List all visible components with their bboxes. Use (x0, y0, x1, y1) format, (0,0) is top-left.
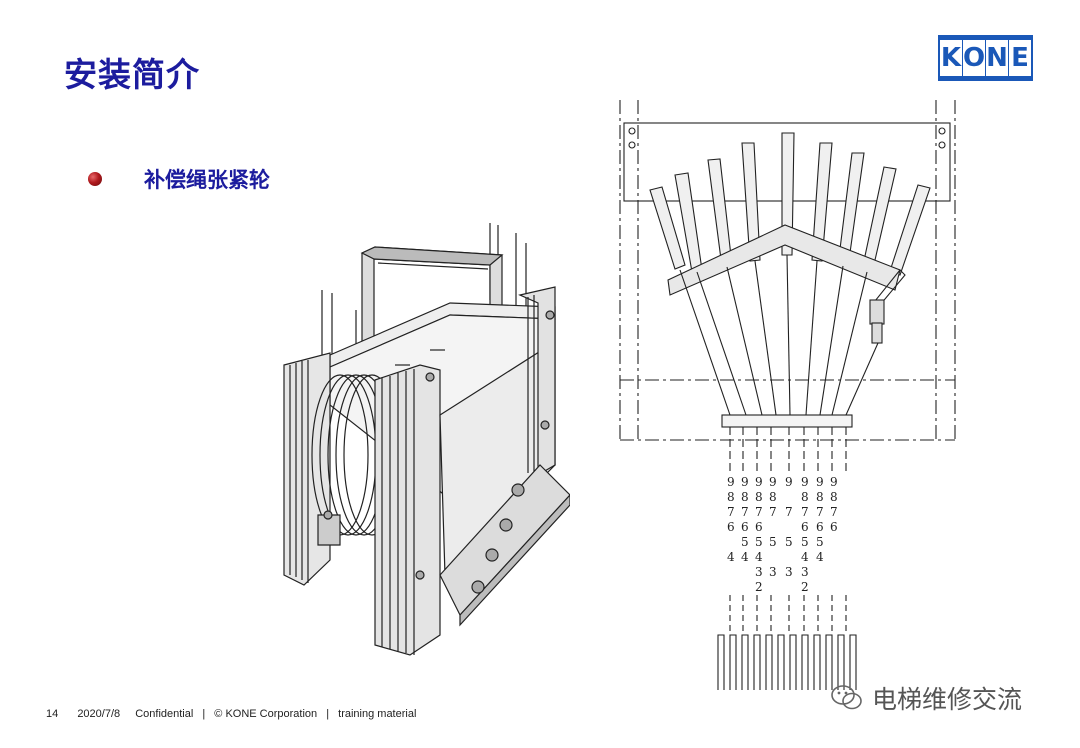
rope-number-digit: 9 (785, 475, 793, 489)
rope-number-digit: 4 (741, 550, 749, 564)
rope-number-digit: 6 (830, 520, 838, 534)
rope-number-digit: 7 (830, 505, 838, 519)
rope-number-digit: 5 (816, 535, 824, 549)
footer-separator: | (202, 708, 206, 720)
rope-number-digit: 9 (741, 475, 749, 489)
rope-number-digit: 3 (755, 565, 763, 579)
rope-arrangement-diagram (619, 100, 956, 690)
rope-number-digit: 7 (741, 505, 749, 519)
logo-letter-o: O (963, 40, 985, 76)
footer-material: training material (338, 708, 417, 720)
rope-number-digit: 4 (816, 550, 824, 564)
footer-separator: | (326, 708, 330, 720)
rope-number-digit: 8 (801, 490, 809, 504)
page-title: 安装简介 (64, 55, 200, 94)
rope-number-digit: 6 (741, 520, 749, 534)
rope-number-digit: 7 (769, 505, 777, 519)
wechat-icon (831, 685, 862, 710)
footer-company: © KONE Corporation (214, 708, 318, 720)
rope-number-digit: 5 (785, 535, 793, 549)
rope-number-digit: 8 (830, 490, 838, 504)
rope-number-digit: 6 (755, 520, 763, 534)
logo-letter-k: K (940, 40, 962, 76)
rope-number-digit: 9 (816, 475, 824, 489)
rope-number-digit: 9 (727, 475, 735, 489)
rope-number-digit: 9 (801, 475, 809, 489)
rope-number-digit: 4 (801, 550, 809, 564)
footer: 14 2020/7/8 Confidential | © KONE Corpor… (46, 708, 422, 720)
bullet-text: 补偿绳张紧轮 (144, 168, 270, 192)
rope-number-digit: 7 (785, 505, 793, 519)
rope-number-digit: 8 (727, 490, 735, 504)
rope-number-digit: 2 (755, 580, 763, 594)
rope-number-digit: 7 (727, 505, 735, 519)
rope-number-digit: 3 (769, 565, 777, 579)
logo-letter-n: N (986, 40, 1008, 76)
logo-letter-e: E (1009, 40, 1031, 76)
rope-number-digit: 4 (727, 550, 735, 564)
kone-logo: K O N E (938, 35, 1033, 81)
bullet-dot-icon (88, 172, 102, 186)
rope-number-digit: 7 (801, 505, 809, 519)
rope-number-digit: 5 (801, 535, 809, 549)
rope-number-digit: 5 (769, 535, 777, 549)
footer-confidential: Confidential (135, 708, 194, 720)
footer-page-number: 14 (46, 708, 59, 720)
rope-number-digit: 3 (785, 565, 793, 579)
rope-number-digit: 5 (755, 535, 763, 549)
rope-number-digit: 5 (741, 535, 749, 549)
rope-number-digit: 2 (801, 580, 809, 594)
rope-number-digit: 8 (816, 490, 824, 504)
rope-number-digit: 8 (741, 490, 749, 504)
rope-number-digit: 7 (755, 505, 763, 519)
rope-number-digit: 3 (801, 565, 809, 579)
rope-number-digit: 8 (769, 490, 777, 504)
bullet-item: 补偿绳张紧轮 (88, 164, 270, 194)
footer-date: 2020/7/8 (77, 708, 121, 720)
tension-sheave-illustration (283, 223, 570, 656)
rope-number-digit: 8 (755, 490, 763, 504)
rope-number-digit: 7 (816, 505, 824, 519)
rope-number-digit: 9 (755, 475, 763, 489)
rope-number-digit: 4 (755, 550, 763, 564)
wechat-watermark: 电梯维修交流 (830, 680, 1022, 716)
rope-number-digit: 6 (727, 520, 735, 534)
rope-number-digit: 9 (830, 475, 838, 489)
rope-number-digit: 9 (769, 475, 777, 489)
rope-number-digit: 6 (816, 520, 824, 534)
watermark-text: 电梯维修交流 (872, 685, 1023, 714)
rope-number-digit: 6 (801, 520, 809, 534)
